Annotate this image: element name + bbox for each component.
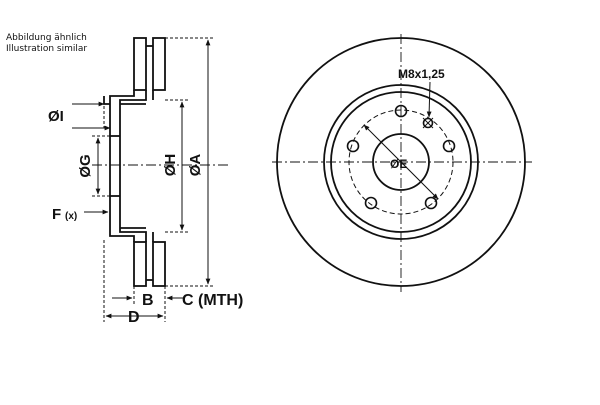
thread-leader [426, 81, 432, 118]
label-centre-bore: ØG [77, 154, 94, 177]
friction-ring-inner-edge [323, 84, 479, 240]
caption-german: Abbildung ähnlich [6, 33, 87, 43]
disc-outer-edge [276, 37, 526, 287]
label-outer-diameter: ØA [187, 154, 204, 177]
label-thickness-b: B [142, 292, 154, 309]
bolt-circle-dimension-line [363, 124, 439, 200]
label-hub-depth: ØI [48, 108, 64, 125]
friction-ring-top-right [152, 37, 166, 91]
dim-centre-bore [92, 135, 110, 197]
label-hat-diameter: ØH [162, 154, 179, 177]
bolt-hole-3 [424, 196, 438, 210]
label-height-d: D [128, 309, 140, 326]
dim-outer-diameter [165, 37, 214, 287]
hat-outer-edge [330, 91, 472, 233]
label-bolt-circle: ØE [390, 157, 407, 171]
front-view [272, 34, 532, 292]
hat-outer-wall [109, 90, 135, 242]
bottom-extension-lines [103, 240, 166, 322]
label-offset: F [52, 206, 61, 223]
section-view [103, 37, 166, 287]
friction-ring-top-left [133, 37, 147, 91]
bolt-hole-4 [364, 196, 378, 210]
hat-inner-wall [119, 90, 147, 242]
friction-ring-bottom-left [133, 241, 147, 287]
bolt-hole-5 [346, 139, 360, 153]
friction-ring-bottom-right [152, 241, 166, 287]
label-thread: M8x1,25 [398, 67, 445, 81]
bolt-hole-2 [442, 139, 456, 153]
caption-english: Illustration similar [6, 44, 88, 54]
label-min-thickness: C (MTH) [182, 292, 243, 309]
label-offset-suffix: (x) [65, 211, 77, 222]
dim-hub-depth [72, 96, 111, 131]
bolt-circle [348, 109, 454, 215]
bolt-hole-1 [394, 104, 408, 118]
dim-hat-diameter [165, 99, 188, 233]
